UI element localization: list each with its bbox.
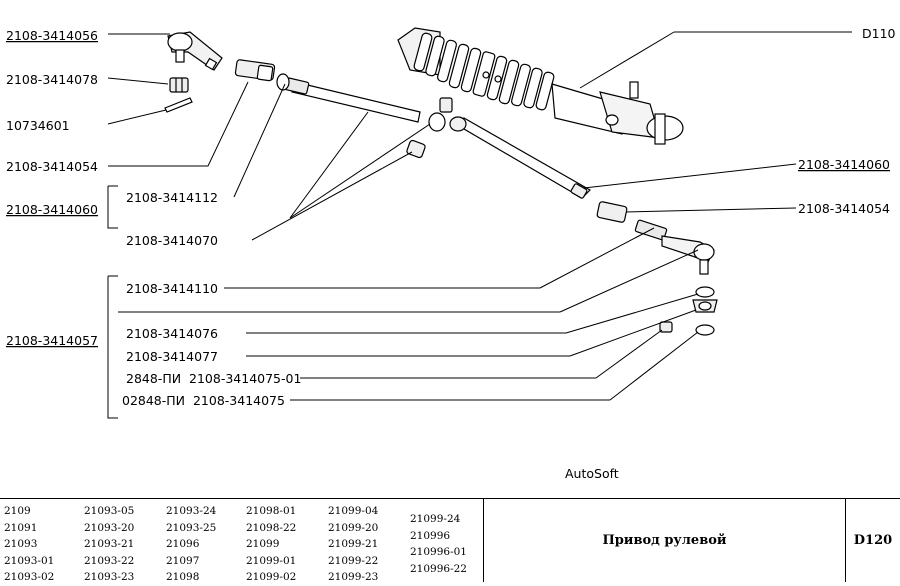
left-ball-joint	[167, 31, 223, 71]
label-2848-pi: 2848-ПИ 2108-3414075-01	[126, 371, 301, 386]
right-ball-joint	[596, 201, 715, 275]
model-item: 2109	[4, 505, 31, 517]
sheet-code: D120	[853, 533, 893, 548]
label-2108-3414054-right: 2108-3414054	[798, 201, 890, 216]
left-tie-rod	[234, 59, 421, 123]
model-list: 2109 21091 21093 21093-01 21093-02 21093…	[0, 499, 484, 583]
model-item: 21099-20	[328, 521, 379, 534]
label-2108-3414060-left: 2108-3414060	[6, 202, 98, 217]
label-2108-3414077: 2108-3414077	[126, 349, 218, 364]
label-2108-3414060-right: 2108-3414060	[798, 157, 890, 172]
leader-lines	[107, 31, 852, 419]
model-column-2: 21093-05 21093-20 21093-21 21093-22 2109…	[84, 503, 134, 586]
model-item: 21097	[166, 554, 200, 567]
assembly-title: Привод рулевой	[484, 499, 846, 582]
label-2108-3414076: 2108-3414076	[126, 326, 218, 341]
label-2108-3414056: 2108-3414056	[6, 28, 98, 43]
model-item: 210996-22	[410, 562, 467, 575]
model-item: 21098-01	[246, 505, 297, 517]
model-item: 21096	[166, 538, 200, 550]
label-02848-pi: 02848-ПИ 2108-3414075	[122, 393, 285, 408]
label-d110: D110	[862, 26, 896, 41]
label-2108-3414078: 2108-3414078	[6, 72, 98, 87]
model-item: 21099-01	[246, 554, 297, 567]
steering-linkage-diagram: AutoSoft	[6, 26, 896, 481]
model-item: 21098	[166, 571, 200, 583]
model-item: 21099-21	[328, 538, 379, 550]
protective-cap-parts	[659, 286, 718, 336]
model-item: 21099	[246, 538, 280, 550]
cotter-pin	[164, 97, 193, 113]
model-column-6: 21099-24 210996 210996-01 210996-22	[410, 511, 467, 577]
model-column-3: 21093-24 21093-25 21096 21097 21098	[166, 503, 216, 586]
model-item: 21099-22	[328, 554, 379, 567]
steering-rack	[397, 27, 684, 145]
model-item: 210996-01	[410, 546, 467, 558]
model-item: 21093-20	[84, 521, 135, 534]
model-item: 21099-24	[410, 513, 461, 525]
label-10734601: 10734601	[6, 118, 70, 133]
model-item: 21099-23	[328, 571, 379, 583]
title-block: 2109 21091 21093 21093-01 21093-02 21093…	[0, 498, 900, 583]
castle-nut	[169, 77, 189, 93]
label-2108-3414057: 2108-3414057	[6, 333, 98, 348]
model-column-4: 21098-01 21098-22 21099 21099-01 21099-0…	[246, 503, 296, 586]
label-2108-3414110: 2108-3414110	[126, 281, 218, 296]
tie-rod-bushes	[406, 97, 453, 159]
model-item: 210996	[410, 529, 451, 542]
model-item: 21098-22	[246, 521, 297, 534]
label-2108-3414054-left: 2108-3414054	[6, 159, 98, 174]
label-2108-3414070: 2108-3414070	[126, 233, 218, 248]
model-item: 21093-22	[84, 554, 135, 567]
model-column-5: 21099-04 21099-20 21099-21 21099-22 2109…	[328, 503, 378, 586]
watermark: AutoSoft	[565, 466, 619, 481]
model-column-1: 2109 21091 21093 21093-01 21093-02	[4, 503, 54, 586]
model-item: 21093-02	[4, 571, 55, 583]
model-item: 21093-25	[166, 521, 217, 534]
label-2108-3414112: 2108-3414112	[126, 190, 218, 205]
model-item: 21099-02	[246, 571, 297, 583]
model-item: 21099-04	[328, 505, 379, 517]
model-item: 21093-24	[166, 505, 217, 517]
model-item: 21093-21	[84, 538, 135, 550]
right-tie-rod	[449, 116, 591, 199]
model-item: 21093-05	[84, 505, 135, 517]
model-item: 21093	[4, 538, 38, 550]
model-item: 21091	[4, 521, 38, 534]
model-item: 21093-23	[84, 571, 135, 583]
model-item: 21093-01	[4, 554, 55, 567]
